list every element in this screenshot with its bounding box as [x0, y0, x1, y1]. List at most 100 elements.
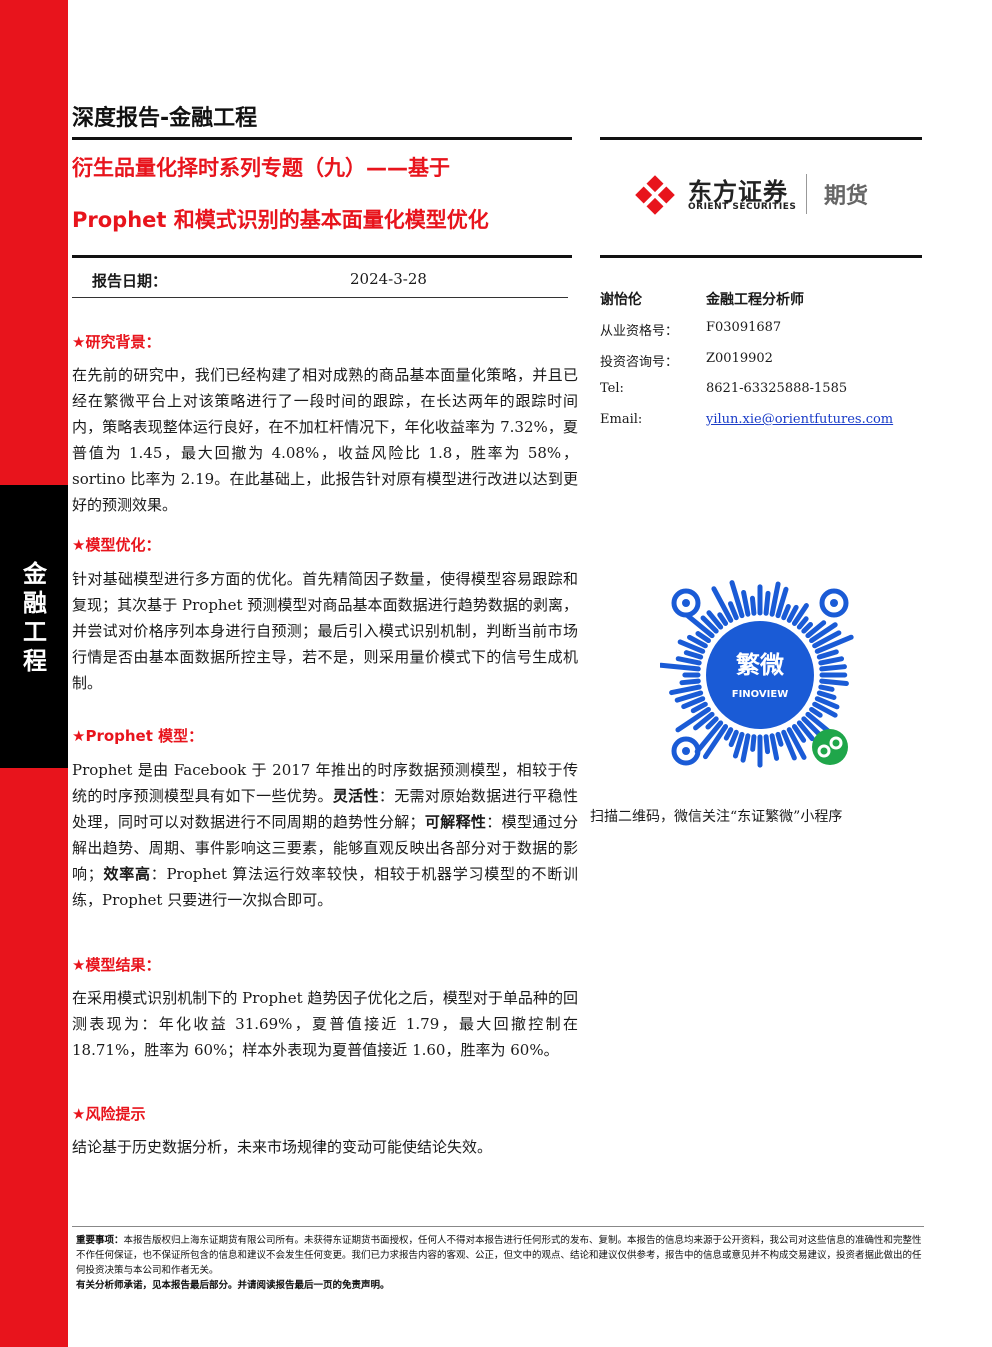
info-label: Tel:	[600, 381, 624, 396]
qr-spoke	[749, 595, 757, 616]
qr-spoke	[727, 601, 739, 621]
qr-spoke	[781, 729, 797, 761]
section-text-results: 在采用模式识别机制下的 Prophet 趋势因子优化之后，模型对于单品种的回测表…	[72, 989, 578, 1059]
analyst-title: 金融工程分析师	[706, 292, 804, 308]
qr-spoke	[769, 581, 781, 617]
qr-spoke	[658, 662, 701, 672]
divider	[600, 255, 922, 258]
qr-spoke	[775, 731, 784, 747]
qr-spoke	[818, 656, 845, 666]
qr-spoke	[763, 734, 771, 755]
qr-spoke	[809, 622, 838, 644]
qr-spoke	[819, 678, 849, 687]
qr-spoke	[791, 724, 807, 743]
qr-spoke	[717, 612, 729, 626]
qr-spoke	[791, 603, 809, 626]
prophet-text: ：Prophet 算法运行效率较快，相较于机器学习模型的不断训练，Prophet…	[72, 865, 578, 909]
disclaimer-label: 重要事项：	[76, 1235, 124, 1246]
qr-spoke	[705, 716, 719, 730]
section-heading-risk: ★风险提示	[72, 1105, 146, 1123]
qr-code-icon: 繁微 FINOVIEW	[658, 580, 854, 768]
qr-spoke	[786, 727, 807, 760]
orient-securities-logo: 东方证券 ORIENT SECURITIES 期货	[632, 172, 892, 218]
mini-program-qr-code[interactable]: 繁微 FINOVIEW	[658, 555, 860, 795]
info-label: 投资咨询号：	[600, 355, 679, 370]
qr-center-cn: 繁微	[736, 651, 784, 679]
section-heading-results: ★模型结果：	[72, 956, 161, 974]
email-link[interactable]: yilun.xie@orientfutures.com	[706, 412, 894, 427]
qr-spoke	[679, 678, 701, 686]
qr-spoke	[781, 604, 791, 621]
section-heading-prophet: ★Prophet 模型：	[72, 727, 204, 745]
date-label: 报告日期：	[92, 272, 168, 290]
qr-spoke	[750, 734, 757, 752]
date-value: 2024-3-28	[350, 270, 427, 288]
side-char: 程	[23, 647, 47, 675]
qr-spoke	[796, 616, 809, 630]
left-black-band	[0, 485, 68, 768]
qr-spoke	[814, 696, 840, 710]
qr-spoke	[786, 604, 799, 623]
qr-spoke	[687, 634, 708, 649]
logo-divider	[806, 174, 807, 214]
qr-center-en: FINOVIEW	[732, 689, 788, 700]
qr-spoke	[729, 580, 745, 619]
qr-spoke	[683, 650, 704, 660]
qr-spoke	[732, 731, 745, 759]
qr-spoke	[685, 613, 715, 639]
section-text-prophet: Prophet 是由 Facebook 于 2017 年推出的时序数据预测模型，…	[72, 757, 578, 913]
qr-spoke	[681, 696, 706, 710]
qr-spoke	[675, 656, 702, 666]
divider	[72, 255, 572, 258]
qr-spoke	[769, 733, 780, 761]
section-text-risk: 结论基于历史数据分析，未来市场规律的变动可能使结论失效。	[72, 1138, 493, 1156]
divider	[600, 137, 922, 140]
report-type: 深度报告-金融工程	[72, 106, 258, 131]
qr-spoke	[706, 610, 724, 630]
qr-spoke	[819, 664, 847, 672]
prophet-text: ：无需对原始数据进行平稳性处理，同时可以对数据进行不同周期的趋势性分解；	[72, 787, 578, 831]
qr-spoke	[812, 701, 838, 718]
info-label: 从业资格号：	[600, 324, 679, 339]
qr-spoke	[693, 711, 715, 731]
qr-spoke	[763, 590, 771, 616]
info-value: 8621-63325888-1585	[706, 381, 848, 396]
prophet-text: Prophet 是由 Facebook 于 2017 年推出的时序数据预测模型，…	[72, 761, 578, 805]
qr-spoke	[728, 729, 739, 748]
orient-logo-icon	[635, 175, 675, 215]
disclaimer-footer: 有关分析师承诺，见本报告最后部分。并请阅读报告最后一页的免责声明。	[76, 1280, 390, 1291]
qr-spoke	[669, 684, 702, 696]
qr-spoke	[796, 720, 815, 742]
logo-name-en: ORIENT SECURITIES	[688, 202, 797, 212]
qr-spoke	[801, 621, 814, 634]
logo-name-cn: 东方证券	[688, 178, 788, 206]
info-value: F03091687	[706, 320, 782, 335]
qr-spoke	[740, 733, 751, 763]
qr-spoke	[741, 589, 751, 617]
prophet-bold-term: 效率高	[102, 865, 151, 883]
qr-spoke	[814, 634, 854, 654]
qr-spoke	[775, 586, 789, 619]
info-label: Email:	[600, 412, 643, 427]
analyst-name: 谢怡伦	[600, 292, 642, 308]
qr-spoke	[812, 630, 842, 649]
report-title-line1: 衍生品量化择时系列专题（九）——基于	[72, 156, 450, 180]
divider	[72, 297, 568, 298]
section-heading-optimization: ★模型优化：	[72, 536, 161, 554]
qr-spoke	[675, 706, 711, 733]
prophet-bold-term: 灵活性	[332, 787, 379, 805]
section-heading-background: ★研究背景：	[72, 333, 161, 351]
qr-spoke	[674, 690, 704, 703]
prophet-text: ：模型通过分解出趋势、周期、事件影响这三要素，能够直观反映出各部分对于数据的影响…	[72, 813, 578, 883]
qr-spoke	[818, 684, 835, 692]
side-char: 融	[23, 589, 47, 617]
qr-spoke	[695, 631, 711, 644]
side-char: 工	[23, 618, 47, 646]
qr-spoke	[677, 639, 706, 654]
side-char: 金	[23, 560, 47, 588]
info-value: Z0019902	[706, 351, 773, 366]
section-text-optimization: 针对基础模型进行多方面的优化。首先精简因子数量，使得模型容易跟踪和复现；其次基于…	[72, 570, 578, 692]
qr-spoke	[711, 586, 734, 623]
qr-spoke	[723, 727, 734, 741]
qr-spoke	[816, 649, 839, 660]
